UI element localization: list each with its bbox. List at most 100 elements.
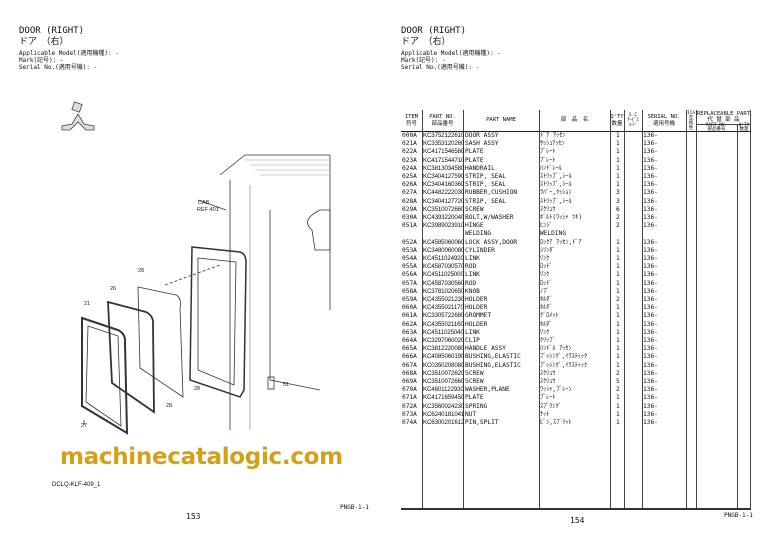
- cell-part-no: KC4355021230: [423, 296, 465, 303]
- header-divider: [696, 123, 751, 125]
- cell-jp: ﾌﾞｯｼﾝｸﾞ,ｲﾗｽﾃｨｯｸ: [540, 361, 588, 369]
- cell-part-no: KC3404127590: [423, 173, 465, 180]
- cell-jp: ﾗﾊﾞｰ,ｸｯｼｮﾝ: [540, 189, 572, 197]
- cell-serial: 136-: [643, 419, 658, 426]
- cell-item: 065A: [402, 345, 417, 353]
- orientation-icon: [61, 101, 95, 131]
- cell-item: 056A: [402, 271, 417, 279]
- callout-27: 27: [81, 423, 87, 429]
- right-title-jp: ドア （右）: [401, 37, 451, 47]
- cell-jp: ﾌﾟﾚｰﾄ: [540, 156, 556, 164]
- cell-item: 052A: [402, 238, 417, 246]
- cell-jp: ﾘﾝｸ: [540, 271, 550, 279]
- cell-name: PLATE: [465, 156, 484, 164]
- cell-name: NUT: [465, 410, 477, 418]
- cell-item: 066A: [402, 353, 417, 361]
- table-bottom-rule: [401, 508, 751, 510]
- cell-name: HOLDER: [465, 304, 488, 312]
- header-serial: SERIAL NO.適用号機: [647, 114, 681, 127]
- cell-serial: 136-: [643, 345, 658, 353]
- left-page-number: 153: [186, 512, 201, 521]
- cell-name: BUSHING,ELASTIC: [465, 353, 521, 361]
- cell-qty: 1: [616, 271, 620, 279]
- left-applicable-model: Applicable Model(適用機種): -: [19, 50, 119, 57]
- cell-name: LOCK ASSY,DOOR: [465, 238, 518, 246]
- cell-jp: ｼﾘﾝﾀﾞ: [540, 246, 556, 254]
- callout-21: 21: [84, 301, 90, 307]
- cell-name: KNOB: [465, 287, 480, 295]
- cell-part-no: KC3989023910: [423, 222, 465, 230]
- cell-part-no: KC4085060190: [423, 353, 465, 361]
- cell-qty: 1: [616, 419, 620, 426]
- cell-serial: 136-: [643, 369, 658, 377]
- callout-51: 51: [283, 382, 289, 388]
- cell-jp: ｽﾄﾘｯﾌﾟ,ｼｰﾙ: [540, 173, 572, 180]
- cell-qty: 1: [616, 304, 620, 312]
- cell-part-no: KC4171544710: [423, 156, 465, 164]
- right-applicable-model: Applicable Model(適用機種): -: [401, 50, 501, 57]
- cell-name: SPRING: [465, 402, 488, 410]
- cell-qty: 1: [616, 361, 620, 369]
- cell-name: PLATE: [465, 394, 484, 402]
- cell-item: 055A: [402, 263, 417, 271]
- cell-item: 073A: [402, 410, 417, 418]
- cell-qty: 1: [616, 402, 620, 410]
- cell-jp: ｻｯｼｭｱｯｾﾝ: [540, 140, 565, 148]
- cell-qty: 1: [616, 287, 620, 295]
- cell-qty: 2: [616, 386, 620, 394]
- cell-serial: 136-: [643, 402, 658, 410]
- cell-name: HOLDER: [465, 296, 488, 303]
- cell-serial: 136-: [643, 132, 658, 139]
- cell-qty: 1: [616, 353, 620, 361]
- cell-jp: ﾎﾙﾀﾞ: [540, 304, 553, 312]
- cell-serial: 136-: [643, 394, 658, 402]
- cell-qty: 1: [616, 320, 620, 328]
- column-rule: [642, 110, 643, 508]
- cell-name: PIN,SPLIT: [465, 419, 499, 426]
- cell-name: SCREW: [465, 378, 484, 385]
- cell-qty: 1: [616, 337, 620, 344]
- cell-qty: 1: [616, 173, 620, 180]
- cell-part-no: KC4482222030: [423, 189, 465, 197]
- cell-qty: 2: [616, 214, 620, 221]
- header-part-name: PART NAME: [486, 117, 516, 124]
- cell-serial: 136-: [643, 222, 658, 230]
- column-rule: [686, 110, 687, 508]
- cell-jp: ﾉﾌﾞ: [540, 287, 550, 295]
- cell-qty: 6: [616, 205, 620, 213]
- column-rule: [463, 110, 464, 508]
- cell-jp: ﾛｯﾄﾞ: [540, 279, 553, 287]
- cell-qty: 1: [616, 132, 620, 139]
- cell-part-no: KC6300201612: [423, 419, 465, 426]
- cell-item: 054A: [402, 255, 417, 262]
- cell-serial: 136-: [643, 296, 658, 303]
- cell-part-no: KC4511024920: [423, 255, 464, 262]
- cell-serial: 136-: [643, 189, 658, 197]
- cell-jp: ﾜｯｼｬ,ﾌﾟﾚｰﾝ: [540, 386, 572, 394]
- header-jp-name: 部 品 名: [560, 117, 589, 124]
- cell-jp: ﾎﾞﾙﾄ(ﾜｯｼｬ ﾂｷ): [540, 214, 583, 221]
- cell-qty: 1: [616, 246, 620, 254]
- cell-qty: 1: [616, 181, 620, 189]
- cell-qty: 1: [616, 148, 620, 156]
- cell-qty: 1: [616, 263, 620, 271]
- cell-part-no: KC3752122610: [423, 132, 465, 139]
- cell-item: 067A: [402, 361, 417, 369]
- cell-part-no: KC3404127720: [423, 197, 465, 205]
- column-rule: [696, 110, 697, 508]
- cell-serial: 136-: [643, 238, 658, 246]
- cell-item: 070A: [402, 386, 417, 394]
- right-serial-no: Serial No.(適用号機): -: [401, 64, 480, 71]
- left-title-en: DOOR (RIGHT): [19, 26, 85, 36]
- cab-ref-number: REF 401: [197, 207, 219, 213]
- cell-name: GROMMET: [465, 312, 492, 320]
- cab-ref-label: CAB: [198, 200, 210, 206]
- left-mark: Mark(記号): -: [19, 57, 64, 64]
- cell-qty: 1: [616, 238, 620, 246]
- cell-qty: 1: [616, 410, 620, 418]
- cell-serial: 136-: [643, 156, 658, 164]
- cell-item: 063A: [402, 328, 417, 336]
